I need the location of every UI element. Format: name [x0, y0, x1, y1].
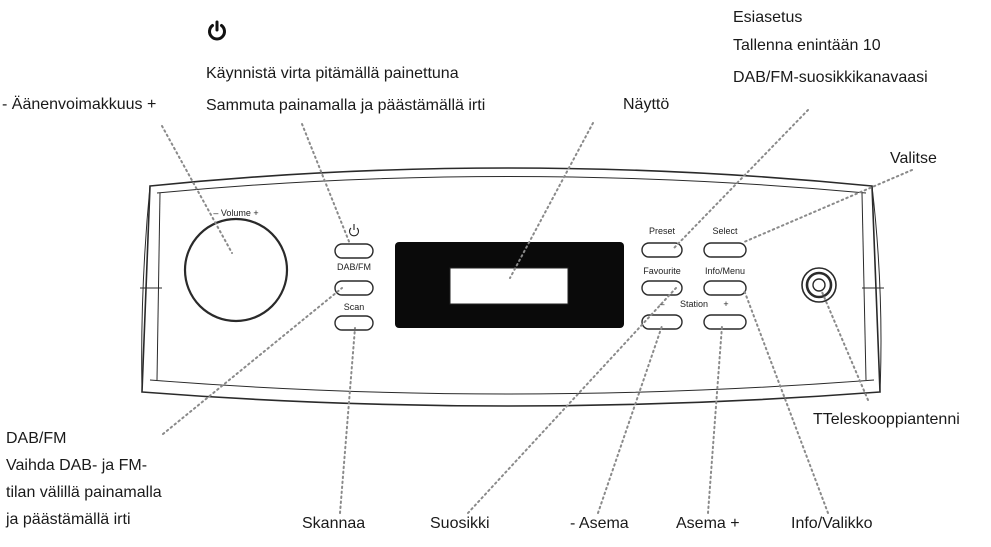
dab-fm-button-label: DAB/FM: [337, 262, 371, 272]
telescopic-antenna: [801, 267, 837, 303]
info-menu-button-label: Info/Menu: [705, 266, 745, 276]
callout-preset: Esiasetus Tallenna enintään 10 DAB/FM-su…: [733, 6, 928, 90]
leader-volume: [161, 125, 233, 254]
callout-preset-line1: Esiasetus: [733, 9, 803, 26]
callout-display: Näyttö: [623, 96, 670, 113]
callout-select: Valitse: [890, 150, 937, 167]
leader-power: [301, 123, 351, 245]
leader-preset: [673, 109, 809, 249]
dab-fm-button[interactable]: [334, 280, 374, 296]
callout-info-menu: Info/Valikko: [791, 515, 873, 532]
callout-volume: - Äänenvoimakkuus +: [2, 96, 157, 113]
info-menu-button[interactable]: [703, 280, 747, 296]
callout-power-line1: Käynnistä virta pitämällä painettuna: [206, 65, 459, 82]
scan-button[interactable]: [334, 315, 374, 331]
volume-label: – Volume +: [213, 208, 258, 218]
leader-lines: [161, 109, 913, 514]
callout-favourite: Suosikki: [430, 515, 490, 532]
preset-button-label: Preset: [649, 226, 676, 236]
station-plus-label: +: [723, 299, 728, 309]
callout-scan: Skannaa: [302, 515, 366, 532]
select-button[interactable]: [703, 242, 747, 258]
leader-station-plus: [707, 325, 723, 514]
power-button[interactable]: [334, 243, 374, 259]
scan-button-label: Scan: [344, 302, 365, 312]
leader-display: [509, 122, 594, 279]
leader-favourite: [467, 287, 677, 514]
callout-dab-fm: DAB/FM Vaihda DAB- ja FM- tilan välillä …: [6, 427, 162, 532]
station-label: Station: [680, 299, 708, 309]
power-icon: [208, 20, 226, 41]
leader-station-minus: [597, 325, 663, 514]
display-screen: [395, 242, 624, 328]
callout-station-plus: Asema +: [676, 515, 740, 532]
callout-dab-fm-line3: tilan välillä painamalla: [6, 484, 162, 501]
callout-preset-line2: Tallenna enintään 10: [733, 37, 881, 54]
callout-dab-fm-line1: DAB/FM: [6, 430, 67, 447]
power-symbol-icon: [348, 224, 360, 237]
callout-station-minus: - Asema: [570, 515, 629, 532]
leader-scan: [339, 327, 356, 514]
select-button-label: Select: [712, 226, 738, 236]
callout-dab-fm-line2: Vaihda DAB- ja FM-: [6, 457, 148, 474]
volume-knob[interactable]: [183, 217, 289, 323]
leader-info-menu: [743, 289, 829, 514]
leader-dab-fm: [162, 287, 343, 435]
leader-antenna: [821, 291, 869, 401]
callout-power-line2: Sammuta painamalla ja päästämällä irti: [206, 97, 486, 114]
preset-button[interactable]: [641, 242, 683, 258]
leader-select: [743, 169, 913, 243]
callout-antenna: TTeleskooppiantenni: [813, 411, 960, 428]
station-plus-button[interactable]: [703, 314, 747, 330]
favourite-button-label: Favourite: [643, 266, 681, 276]
radio-body: [141, 167, 882, 407]
callout-power: Käynnistä virta pitämällä painettuna Sam…: [206, 62, 485, 118]
callout-preset-line3: DAB/FM-suosikkikanavaasi: [733, 69, 928, 86]
callout-dab-fm-line4: ja päästämällä irti: [6, 511, 131, 528]
